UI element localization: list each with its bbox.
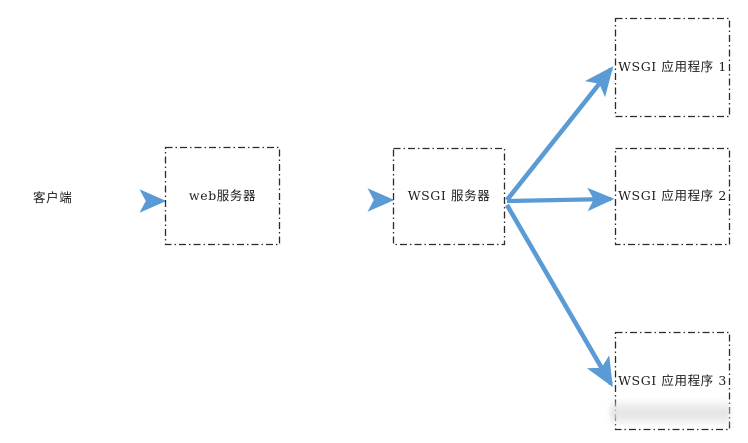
- node-wsgi-app-3: WSGI 应用程序 3: [615, 332, 730, 430]
- node-webserver: web服务器: [165, 147, 280, 245]
- node-wsgi-app-2: WSGI 应用程序 2: [615, 148, 730, 245]
- node-wsgi-app-1: WSGI 应用程序 1: [615, 18, 730, 117]
- arrow-wsgiserver-to-app2: [506, 187, 615, 212]
- arrow-wsgiserver-to-app3: [505, 203, 613, 388]
- node-wsgiserver: WSGI 服务器: [393, 148, 505, 245]
- watermark-smudge: [610, 398, 730, 426]
- node-client-label: 客户端: [33, 190, 73, 205]
- node-wsgi-app-2-label: WSGI 应用程序 2: [618, 188, 727, 204]
- node-wsgi-app-3-label: WSGI 应用程序 3: [618, 372, 727, 388]
- node-client: 客户端: [33, 190, 73, 205]
- node-webserver-label: web服务器: [188, 187, 257, 203]
- arrow-wsgiserver-to-app1: [505, 66, 614, 202]
- node-wsgiserver-label: WSGI 服务器: [407, 188, 491, 204]
- node-wsgi-app-1-label: WSGI 应用程序 1: [618, 59, 727, 75]
